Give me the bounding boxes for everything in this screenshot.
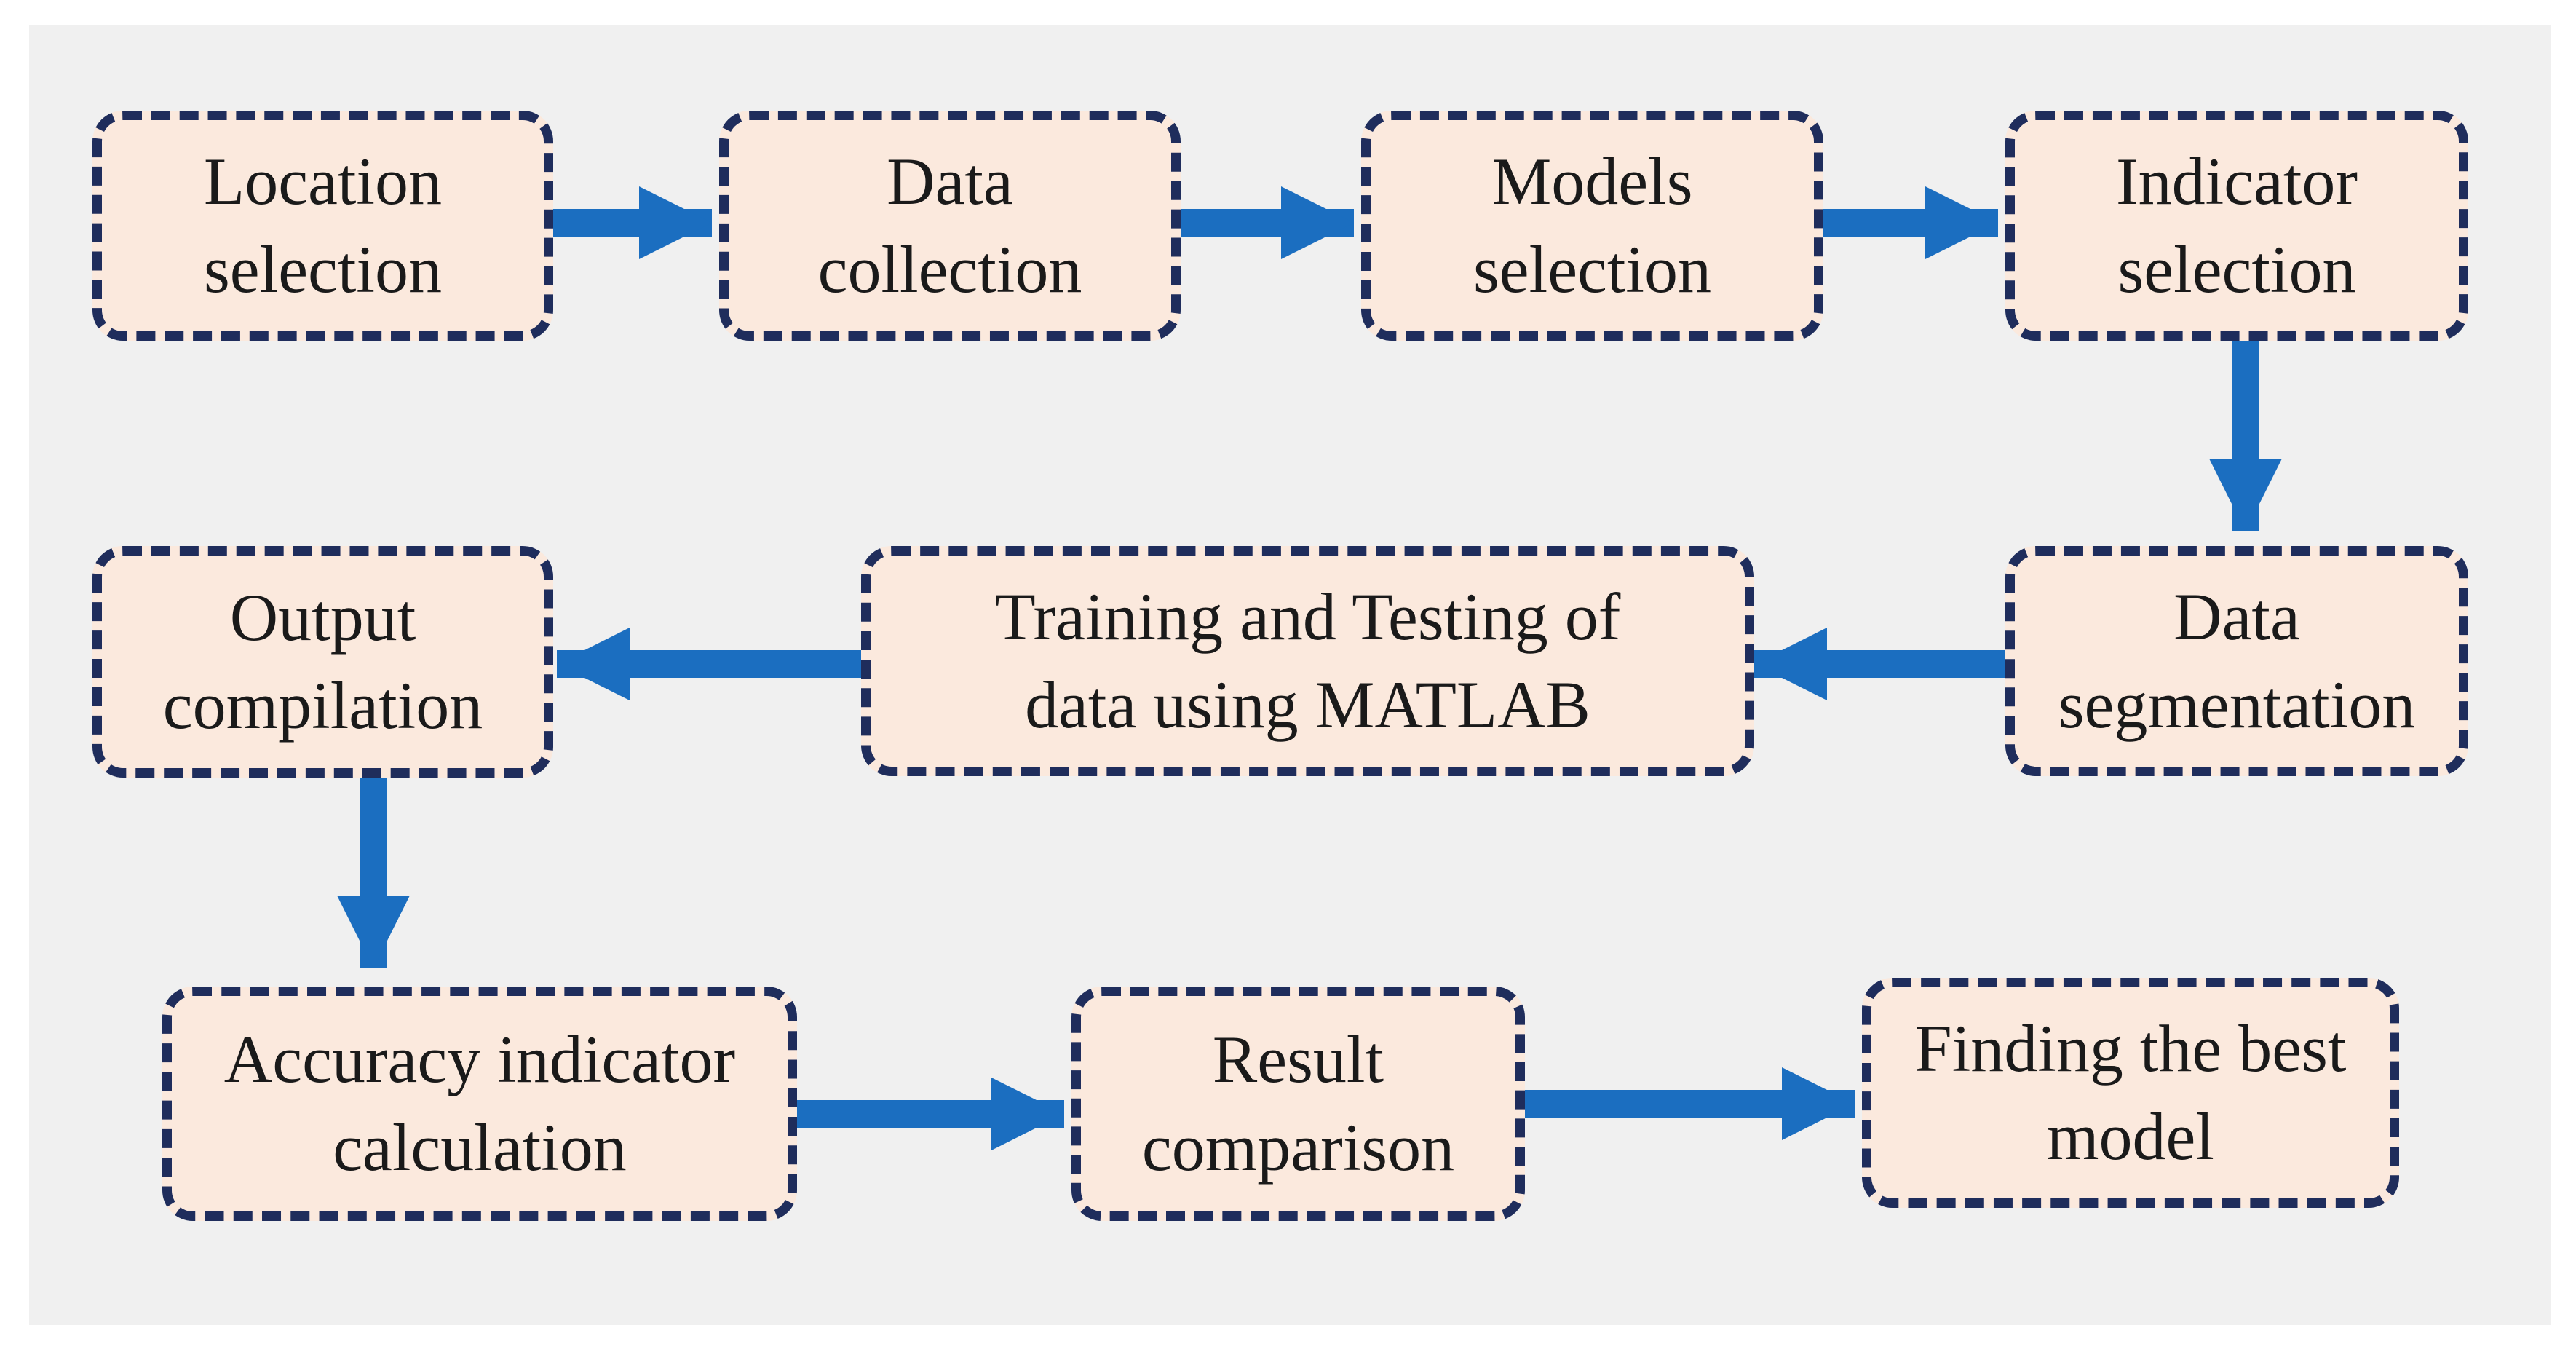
data-collection-label: Data collection [817,144,1082,307]
location-selection-node: Location selection [92,111,553,341]
indicator-selection-label: Indicator selection [2115,144,2358,307]
accuracy-indicator-calculation-label: Accuracy indicator calculation [223,1022,736,1185]
indicator-selection-node: Indicator selection [2005,111,2468,341]
finding-best-model-node: Finding the best model [1862,978,2399,1208]
finding-best-model-label: Finding the best model [1914,1011,2347,1174]
data-collection-node: Data collection [719,111,1181,341]
accuracy-indicator-calculation-node: Accuracy indicator calculation [162,987,797,1221]
output-compilation-node: Output compilation [92,546,553,778]
output-compilation-label: Output compilation [162,580,483,743]
data-segmentation-label: Data segmentation [2058,580,2416,742]
location-selection-label: Location selection [204,144,442,307]
result-comparison-label: Result comparison [1141,1022,1455,1185]
training-testing-label: Training and Testing of data using MATLA… [994,580,1621,742]
data-segmentation-node: Data segmentation [2005,546,2468,776]
training-testing-node: Training and Testing of data using MATLA… [861,546,1754,776]
result-comparison-node: Result comparison [1071,987,1525,1221]
models-selection-node: Models selection [1361,111,1823,341]
models-selection-label: Models selection [1473,144,1711,307]
